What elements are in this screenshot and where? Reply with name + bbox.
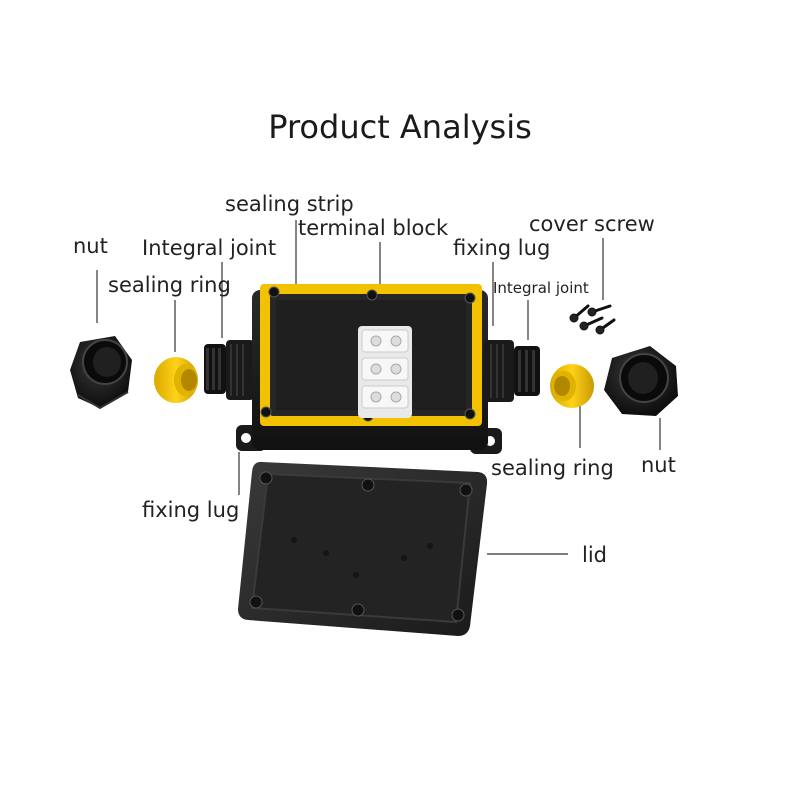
label-fixing-lug-top: fixing lug xyxy=(453,236,551,260)
integral-joint-left-part xyxy=(204,340,254,400)
label-nut-left: nut xyxy=(73,234,108,258)
label-nut-right: nut xyxy=(641,453,676,477)
integral-joint-right-part xyxy=(484,340,540,402)
nut-left-part xyxy=(70,336,132,410)
terminal-block-shape xyxy=(358,326,412,418)
label-lid: lid xyxy=(582,543,607,567)
label-terminal-block: terminal block xyxy=(298,216,449,240)
sealing-ring-right-part xyxy=(550,364,594,408)
label-integral-joint-left: Integral joint xyxy=(142,236,277,260)
leader-lines xyxy=(96,220,661,555)
label-sealing-ring-right: sealing ring xyxy=(491,456,614,480)
cover-screws-part xyxy=(569,304,616,335)
label-integral-joint-right: Integral joint xyxy=(493,279,589,297)
nut-right-part xyxy=(604,346,678,416)
page-title: Product Analysis xyxy=(268,108,532,146)
label-sealing-ring-left: sealing ring xyxy=(108,273,231,297)
label-cover-screw: cover screw xyxy=(529,212,655,236)
label-sealing-strip: sealing strip xyxy=(225,192,354,216)
label-fixing-lug-bottom: fixing lug xyxy=(142,498,240,522)
junction-box-base xyxy=(236,284,502,454)
lid-part xyxy=(238,461,488,636)
sealing-ring-left-part xyxy=(154,357,198,403)
